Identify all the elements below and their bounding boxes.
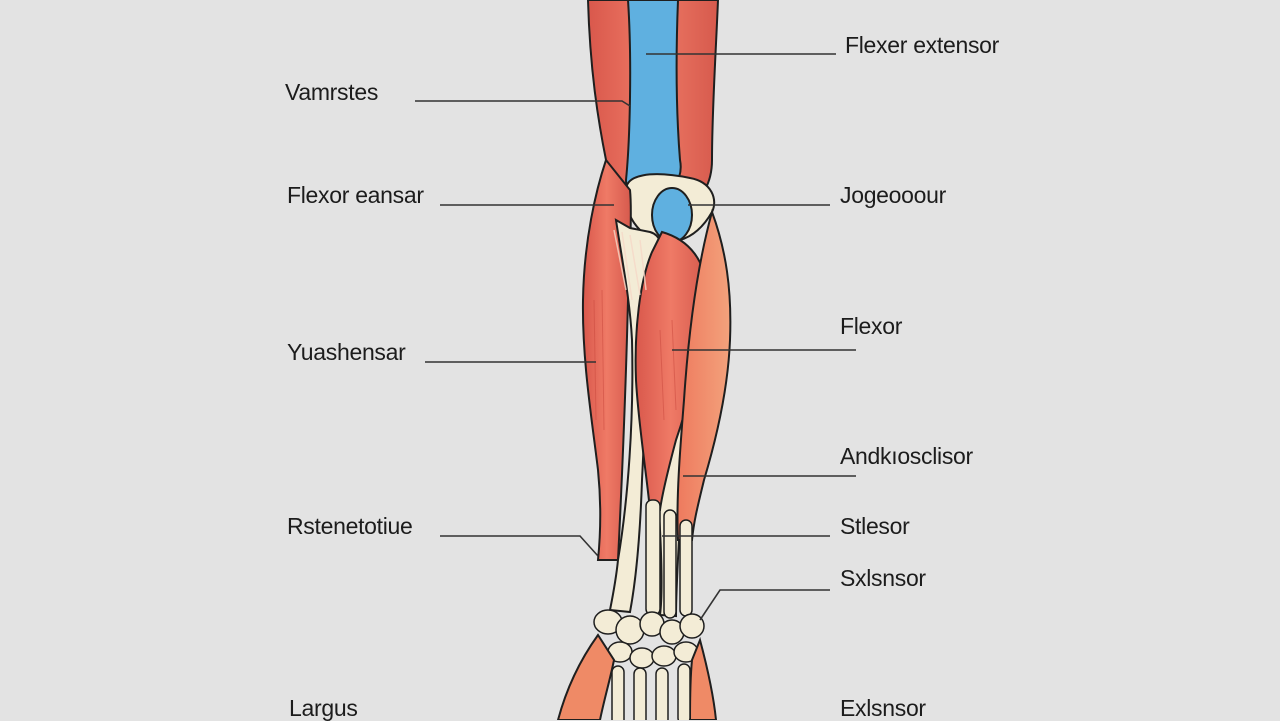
leader-line-rstenetotiue bbox=[440, 535, 599, 557]
label-flexor-eansar: Flexor eansar bbox=[287, 182, 424, 208]
carpal-bones bbox=[593, 609, 705, 669]
label-flexer-extensor: Flexer extensor bbox=[845, 32, 1000, 58]
leader-line-sxlsnsor bbox=[699, 589, 830, 621]
tendon-fibers bbox=[613, 229, 647, 301]
humerus-bone bbox=[624, 0, 682, 203]
label-andkiosclisor: Andkıosclisor bbox=[840, 443, 973, 469]
leader-lines bbox=[415, 53, 856, 621]
capitulum bbox=[651, 187, 693, 243]
leader-line-vamrstes bbox=[415, 100, 631, 107]
label-largus: Largus bbox=[289, 695, 358, 721]
label-vamrstes: Vamrstes bbox=[285, 79, 379, 105]
metacarpal-bones bbox=[611, 663, 691, 720]
muscle-striations bbox=[593, 289, 677, 431]
label-rstenetotiue: Rstenetotiue bbox=[287, 513, 413, 539]
label-stlesor: Stlesor bbox=[840, 513, 910, 539]
forearm-brachioradialis-muscle bbox=[676, 208, 732, 541]
label-jogeooour: Jogeooour bbox=[840, 182, 946, 208]
hand-thenar-muscle bbox=[556, 633, 616, 720]
forearm-extensor-muscle bbox=[581, 157, 632, 561]
label-flexor: Flexor bbox=[840, 313, 903, 339]
label-exlsnsor: Exlsnsor bbox=[840, 695, 926, 721]
hand-hypothenar-muscle bbox=[689, 636, 718, 720]
label-sxlsnsor: Sxlsnsor bbox=[840, 565, 926, 591]
label-yuashensar: Yuashensar bbox=[287, 339, 406, 365]
